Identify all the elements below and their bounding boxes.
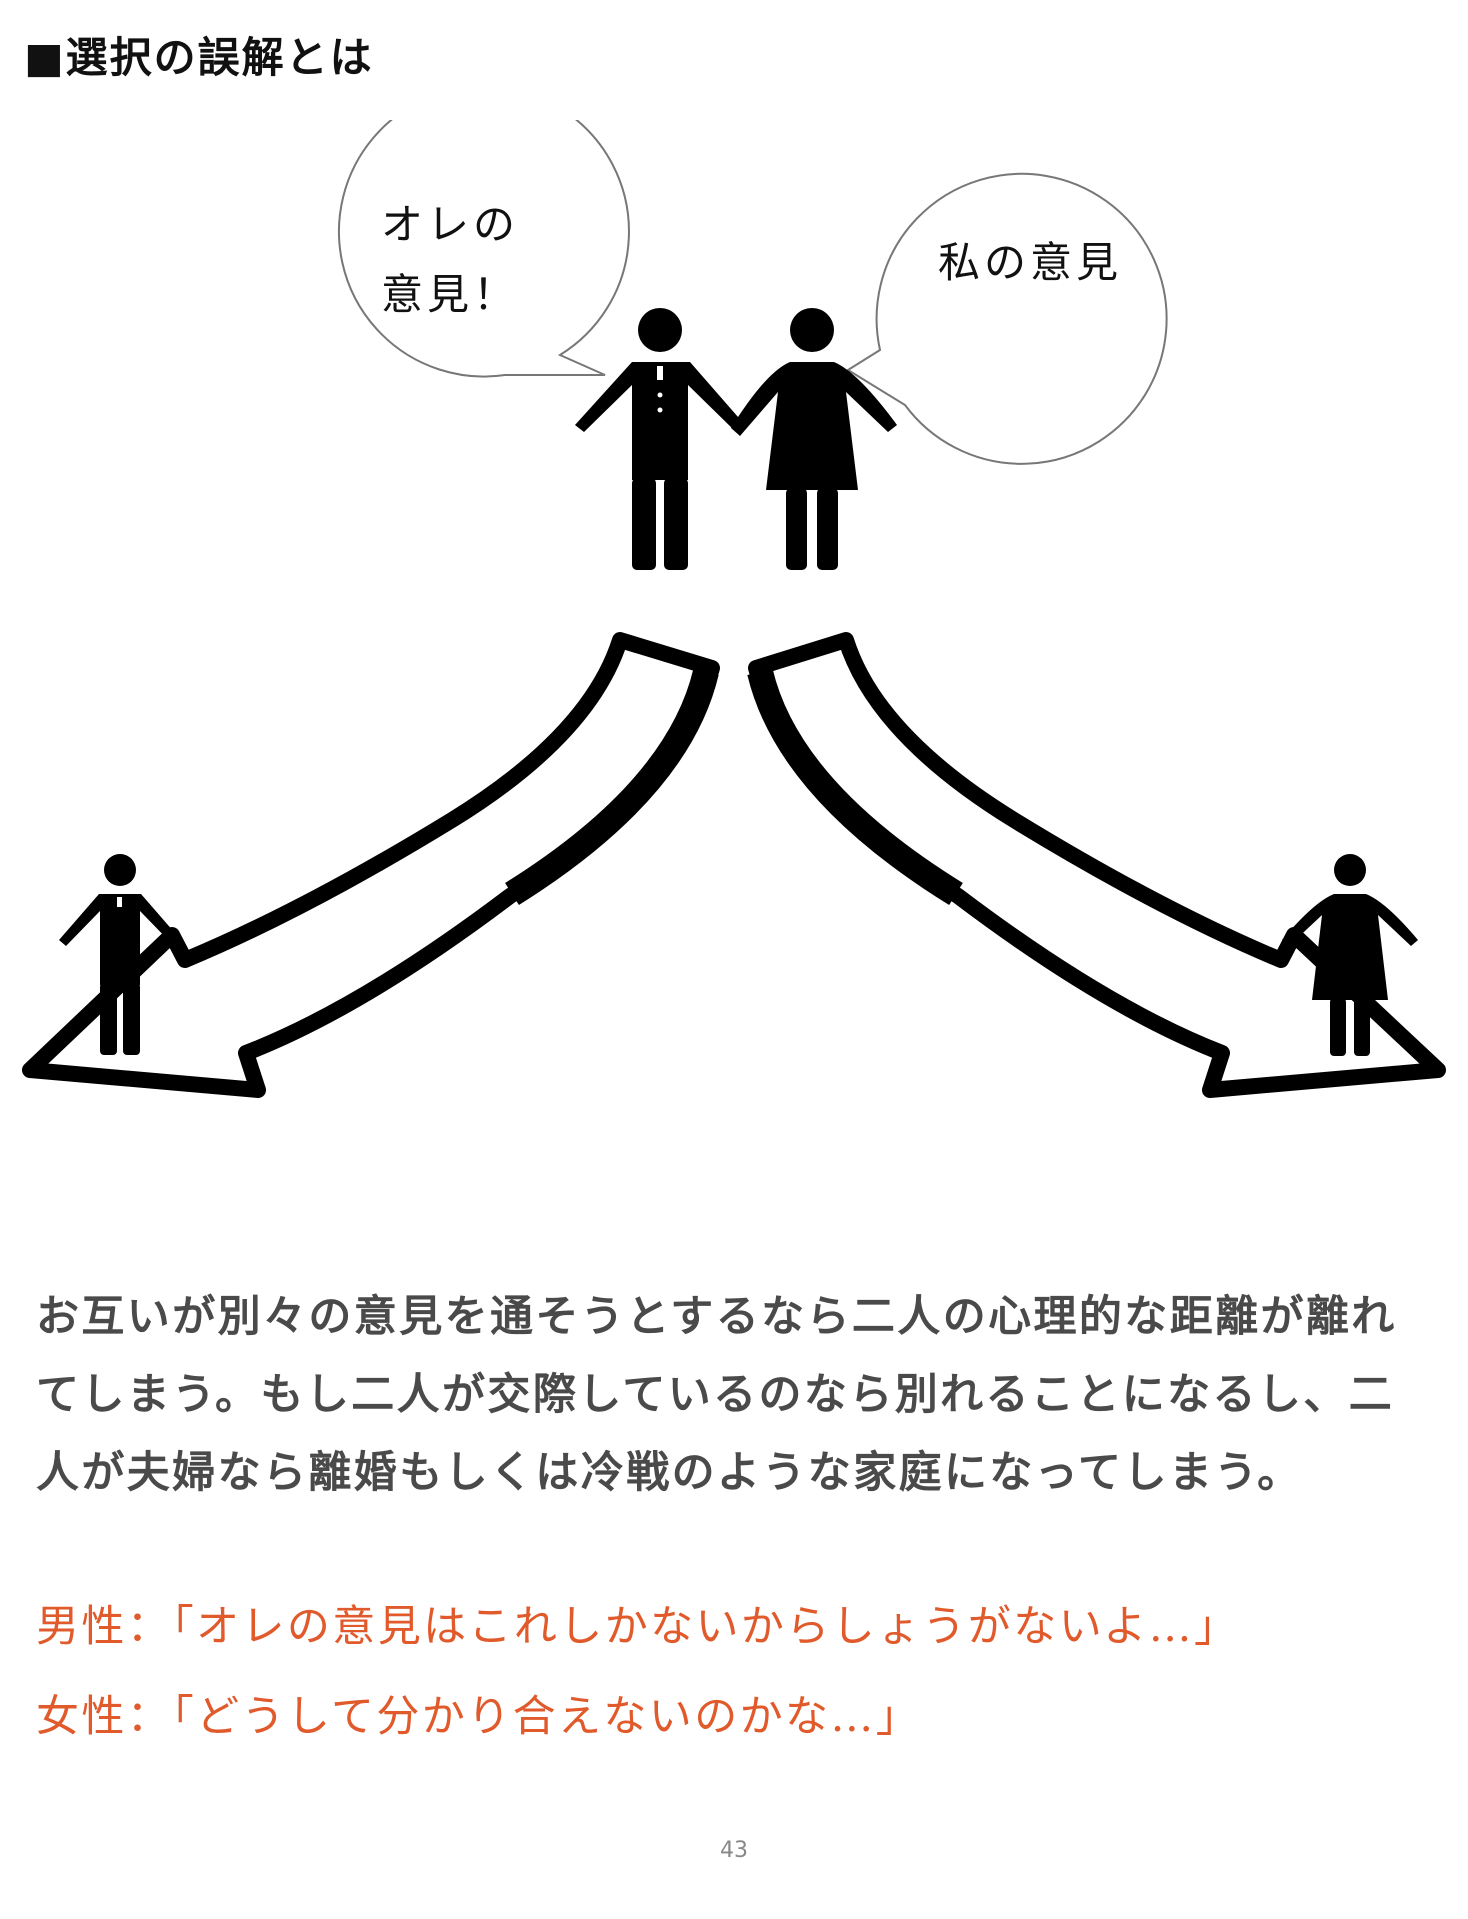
quote-female: 女性：「どうして分かり合えないのかな…」: [36, 1692, 922, 1742]
speech-bubble-left-text: オレの 意見！: [330, 190, 570, 330]
body-line-3: 人が夫婦なら離婚もしくは冷戦のような家庭になってしまう。: [36, 1448, 1303, 1498]
diverging-arrows-illustration: [22, 120, 1446, 1098]
man-figure-center: [575, 308, 745, 570]
body-line-2: てしまう。もし二人が交際しているのなら別れることになるし、二: [36, 1370, 1395, 1420]
page-number: 43: [720, 1838, 748, 1863]
speech-bubble-right: [846, 172, 1168, 465]
arrow-left: [22, 632, 720, 1098]
body-line-1: お互いが別々の意見を通そうとするなら二人の心理的な距離が離れ: [36, 1292, 1397, 1342]
arrow-right: [747, 632, 1446, 1098]
section-heading: ■選択の誤解とは: [24, 33, 374, 82]
speech-bubble-left: [337, 120, 630, 378]
body-paragraph: お互いが別々の意見を通そうとするなら二人の心理的な距離が離れ てしまう。もし二人…: [36, 1278, 1436, 1512]
speech-bubble-left-line2: 意見！: [380, 270, 519, 319]
woman-figure-center: [731, 308, 897, 570]
woman-figure-right: [1282, 854, 1418, 1056]
quote-male: 男性：「オレの意見はこれしかないからしょうがないよ…」: [36, 1602, 1240, 1652]
speech-bubble-right-text: 私の意見: [937, 238, 1122, 287]
speech-bubble-left-line1: オレの: [380, 200, 519, 249]
man-figure-left: [59, 854, 181, 1055]
